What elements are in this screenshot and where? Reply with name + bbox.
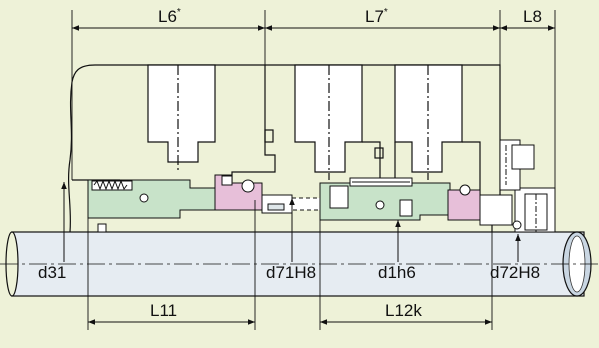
label-l6-mark: * <box>177 7 181 18</box>
label-l7: L7* <box>365 7 388 26</box>
label-l7-mark: * <box>384 7 388 18</box>
label-l8: L8 <box>523 7 542 26</box>
label-d72h8: d72H8 <box>490 263 540 282</box>
locking-collar <box>479 139 556 233</box>
gland-port-1 <box>147 64 216 170</box>
gland-port-3 <box>394 64 463 180</box>
label-d71h8: d71H8 <box>266 263 316 282</box>
shaft <box>0 231 599 297</box>
inboard-stationary-face <box>214 174 263 211</box>
label-d31: d31 <box>38 263 66 282</box>
extension-lines <box>71 10 556 330</box>
outboard-stationary-face <box>447 184 481 221</box>
gland-port-2 <box>294 64 363 180</box>
dimension-labels: L6* L7* L8 d31 d71H8 d1h6 d72H8 L11 L12k <box>38 7 542 320</box>
inboard-seal-assembly <box>87 179 216 233</box>
cartridge-sleeve <box>261 194 321 214</box>
label-d1h6: d1h6 <box>378 263 416 282</box>
label-l11: L11 <box>150 301 177 320</box>
dimension-arrows <box>61 25 555 325</box>
label-l6: L6* <box>158 7 181 26</box>
outboard-seal-assembly <box>319 177 463 221</box>
label-l12k: L12k <box>385 301 422 320</box>
